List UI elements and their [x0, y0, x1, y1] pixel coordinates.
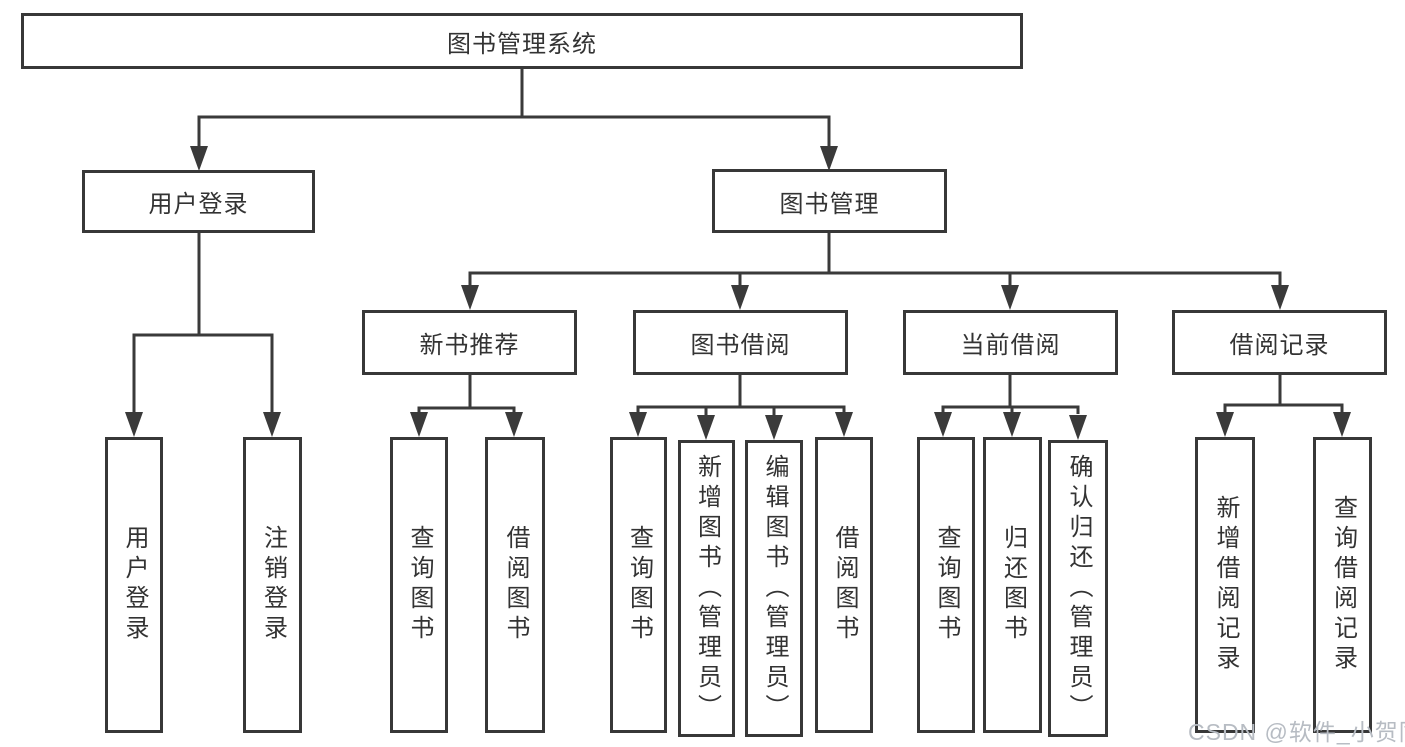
arrowhead — [697, 415, 715, 440]
arrowhead — [190, 146, 208, 171]
node-root: 图书管理系统 — [21, 13, 1023, 69]
leaf-query-books-2: 查询图书 — [610, 437, 667, 733]
arrowhead — [1001, 285, 1019, 310]
leaf-label: 注销登录 — [259, 525, 287, 645]
node-borrow-records: 借阅记录 — [1172, 310, 1387, 375]
leaf-add-book-admin: 新增图书（管理员） — [678, 440, 735, 737]
arrowhead — [1003, 412, 1021, 437]
arrowhead — [1333, 412, 1351, 437]
connector-root — [197, 69, 831, 148]
connector-book-borrow — [636, 375, 846, 417]
leaf-query-borrow-records: 查询借阅记录 — [1313, 437, 1372, 733]
arrowhead — [934, 412, 952, 437]
leaf-label: 确认归还（管理员） — [1065, 453, 1092, 724]
arrowhead — [731, 285, 749, 310]
arrowhead — [629, 412, 647, 437]
leaf-label: 借阅图书 — [831, 525, 858, 645]
arrowhead — [835, 412, 853, 437]
arrowhead — [505, 412, 523, 437]
arrowhead — [461, 285, 479, 310]
connector-user-login — [132, 233, 274, 414]
leaf-label: 查询图书 — [933, 525, 960, 645]
leaf-add-borrow-record: 新增借阅记录 — [1195, 437, 1255, 733]
connector-borrow-records — [1223, 375, 1344, 414]
node-new-book-recommend: 新书推荐 — [362, 310, 577, 375]
node-book-borrow: 图书借阅 — [633, 310, 848, 375]
arrowhead — [410, 412, 428, 437]
watermark: CSDN @软件_小贺同学 — [1188, 719, 1405, 745]
node-user-login: 用户登录 — [82, 170, 315, 233]
leaf-label: 查询借阅记录 — [1329, 495, 1357, 675]
leaf-label: 编辑图书（管理员） — [761, 453, 788, 724]
leaf-return-books: 归还图书 — [983, 437, 1042, 733]
connector-current-borrow — [941, 375, 1080, 414]
leaf-label: 新增借阅记录 — [1212, 495, 1239, 675]
leaf-label: 归还图书 — [999, 525, 1027, 645]
leaf-label: 借阅图书 — [502, 525, 529, 645]
leaf-borrow-books-1: 借阅图书 — [485, 437, 545, 733]
leaf-label: 查询图书 — [406, 525, 433, 645]
node-book-management: 图书管理 — [712, 169, 947, 233]
arrowhead — [125, 412, 143, 437]
node-current-borrow: 当前借阅 — [903, 310, 1118, 375]
leaf-label: 新增图书（管理员） — [693, 453, 721, 724]
arrowhead — [263, 412, 281, 437]
connector-new-book-recommend — [417, 375, 516, 414]
arrowhead — [1271, 285, 1289, 310]
arrowhead — [765, 415, 783, 440]
arrowhead — [820, 146, 838, 171]
leaf-user-login: 用户登录 — [105, 437, 163, 733]
leaf-confirm-return-admin: 确认归还（管理员） — [1048, 440, 1108, 737]
arrowhead — [1069, 415, 1087, 440]
connector-book-management — [468, 233, 1282, 287]
arrowhead — [1216, 412, 1234, 437]
leaf-query-books-1: 查询图书 — [390, 437, 448, 733]
leaf-label: 用户登录 — [121, 525, 148, 645]
leaf-query-books-3: 查询图书 — [917, 437, 975, 733]
leaf-label: 查询图书 — [625, 525, 653, 645]
leaf-borrow-books-2: 借阅图书 — [815, 437, 873, 733]
leaf-logout: 注销登录 — [243, 437, 302, 733]
leaf-edit-book-admin: 编辑图书（管理员） — [745, 440, 803, 737]
